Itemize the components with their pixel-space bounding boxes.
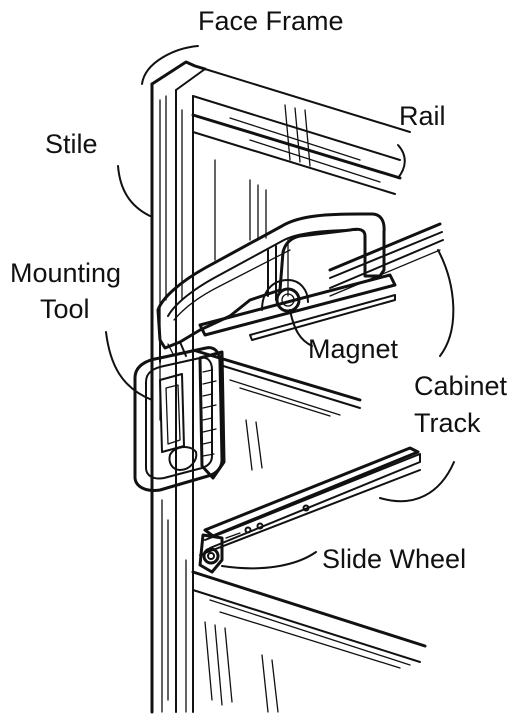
label-cabinet-track-line2: Track — [414, 408, 481, 438]
label-mounting-tool-line2: Tool — [40, 294, 90, 324]
rail — [191, 104, 402, 195]
label-cabinet-track-line1: Cabinet — [414, 371, 508, 401]
label-mounting-tool-line1: Mounting — [10, 258, 121, 288]
label-face-frame: Face Frame — [198, 6, 344, 36]
label-slide-wheel: Slide Wheel — [322, 544, 466, 574]
mounting-tool — [133, 212, 397, 492]
ruler-scale — [198, 350, 226, 480]
slide-wheel-track-leader — [379, 461, 455, 503]
magnet — [261, 279, 309, 313]
slide-wheel — [198, 533, 224, 574]
mounting-tool-leader — [105, 331, 153, 401]
magnet-leader — [289, 309, 313, 347]
label-rail: Rail — [399, 101, 446, 131]
leader-lines — [105, 45, 455, 570]
face-frame-leader — [141, 45, 199, 85]
label-magnet: Magnet — [308, 334, 399, 364]
face-frame — [150, 60, 427, 714]
stile — [150, 82, 194, 714]
labels: Face Frame Rail Stile Mounting Tool Magn… — [10, 6, 508, 574]
rail-leader — [397, 144, 406, 179]
slide-wheel-leader — [221, 551, 317, 570]
stile-leader — [117, 165, 151, 217]
label-stile: Stile — [45, 129, 98, 159]
cabinet-track-leader — [437, 249, 455, 357]
